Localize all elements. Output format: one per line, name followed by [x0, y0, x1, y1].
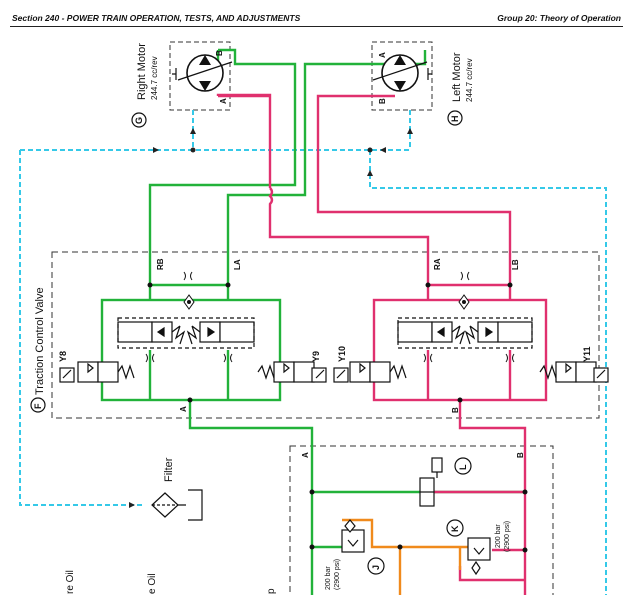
pump-boundary [289, 445, 554, 595]
left-motor-label: Left Motor [451, 52, 463, 102]
relief-j-psi: (2900 psi) [334, 559, 341, 590]
traction-valve-label: Traction Control Valve [34, 287, 46, 395]
callout-g: G [134, 117, 144, 124]
group-title: Group 20: Theory of Operation [497, 13, 621, 23]
relief-j-bar: 200 bar [325, 566, 332, 590]
relief-valve-k [467, 537, 491, 576]
port-rb: RB [156, 258, 165, 270]
right-motor-symbol [172, 54, 233, 92]
callout-k: K [450, 525, 460, 532]
relief-valve-j [341, 519, 365, 553]
port-a: A [179, 406, 188, 412]
solenoid-valve-y10 [333, 361, 407, 383]
callout-l-circle [454, 457, 472, 475]
label-y10: Y10 [337, 346, 347, 362]
section-title: Section 240 - POWER TRAIN OPERATION, TES… [12, 13, 301, 23]
filter-label: Filter [163, 457, 175, 482]
callout-h: H [450, 116, 460, 123]
edge-label-oil-2: e Oil [147, 573, 158, 594]
left-motor-displacement: 244.7 cc/rev [465, 58, 474, 102]
solenoid-valve-y8 [59, 361, 135, 383]
port-b: B [451, 407, 460, 413]
left-motor-symbol [372, 54, 432, 92]
label-y11: Y11 [582, 346, 592, 362]
callout-f-circle [30, 397, 46, 413]
red-lines [216, 93, 548, 595]
label-y8: Y8 [58, 351, 68, 362]
orange-lines [342, 518, 470, 595]
relief-k-bar: 200 bar [495, 524, 502, 548]
right-motor-port-top: B [215, 50, 224, 56]
port-lb: LB [511, 259, 520, 270]
lower-port-a: A [301, 452, 310, 458]
lower-port-b: B [516, 452, 525, 458]
solenoid-l-symbol [419, 457, 443, 507]
callout-j-circle [367, 557, 385, 575]
orifice-symbols [145, 271, 515, 363]
left-motor-port-bottom: B [378, 98, 387, 104]
junction-dots [147, 282, 528, 553]
callout-j: J [371, 565, 381, 570]
callout-k-circle [446, 519, 464, 537]
callout-f: F [33, 403, 43, 409]
spool-valves-right [117, 317, 255, 349]
edge-label-oil-1: re Oil [65, 570, 76, 594]
left-motor-port-top: A [378, 52, 387, 58]
label-y9: Y9 [311, 351, 321, 362]
spool-valves-left [397, 317, 533, 349]
page-header: Section 240 - POWER TRAIN OPERATION, TES… [0, 0, 633, 30]
callout-h-circle [447, 110, 463, 126]
edge-label-p: p [266, 588, 277, 594]
solenoid-valve-y9 [257, 361, 327, 383]
header-rule [10, 26, 623, 27]
case-drain-lines [19, 110, 607, 595]
right-motor-port-bottom: A [219, 98, 228, 104]
callout-g-circle [131, 112, 147, 128]
callout-l: L [458, 464, 468, 470]
port-la: LA [233, 259, 242, 270]
solenoid-valve-y11 [539, 361, 609, 383]
right-motor-displacement: 244.7 cc/rev [150, 56, 159, 100]
port-ra: RA [433, 258, 442, 270]
right-motor-label: Right Motor [136, 43, 148, 100]
shuttle-check-valves [183, 294, 470, 310]
filter-symbol [151, 489, 203, 521]
relief-k-psi: (2900 psi) [504, 521, 511, 552]
traction-valve-boundary [51, 251, 600, 419]
